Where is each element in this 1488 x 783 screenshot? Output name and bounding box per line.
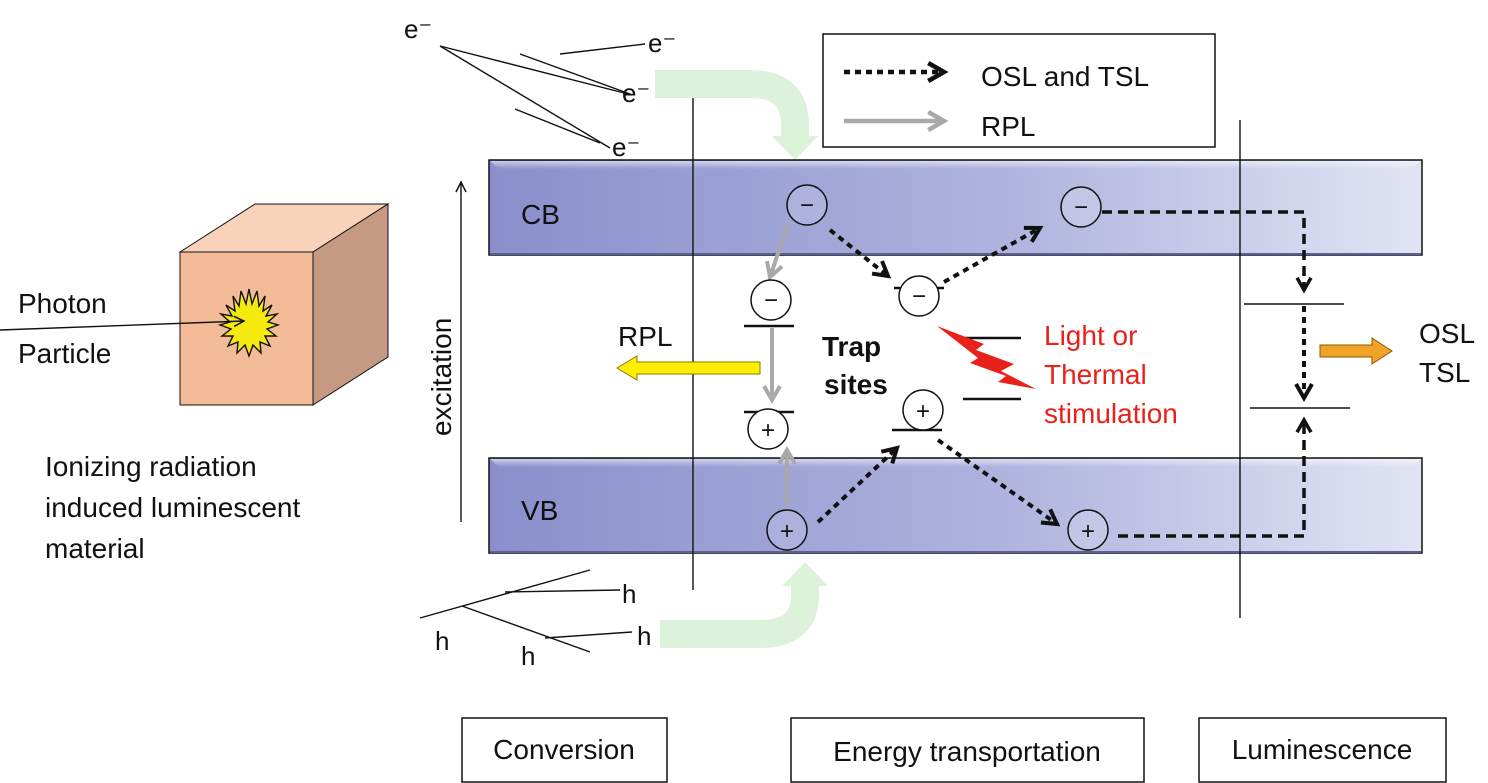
electron-rpl-trap: −: [750, 279, 792, 321]
stimulation-line-1: Light or: [1044, 320, 1137, 351]
hole-trap: +: [902, 389, 944, 431]
excitation-label: excitation: [426, 318, 457, 436]
charge-minus-2: −: [1074, 194, 1088, 221]
electron-symbol-4: e⁻: [612, 132, 640, 162]
charge-plus-1: +: [761, 417, 775, 444]
hole-vb-end: +: [1067, 509, 1109, 551]
stage-luminescence: Luminescence: [1198, 717, 1447, 783]
charge-plus-4: +: [1081, 518, 1095, 545]
stage-conversion: Conversion: [461, 717, 668, 783]
valence-band: VB: [488, 457, 1423, 554]
charge-plus-3: +: [780, 518, 794, 545]
hole-symbol-1: h: [622, 579, 636, 609]
stimulation-line-3: stimulation: [1044, 398, 1178, 429]
trap-label-line-1: Trap: [822, 331, 881, 362]
material-caption-line-2: induced luminescent: [45, 492, 300, 523]
electron-trap: −: [898, 275, 940, 317]
tsl-output-label: TSL: [1419, 357, 1470, 388]
stage-energy-transportation: Energy transportation: [790, 717, 1145, 783]
vb-label: VB: [521, 495, 558, 526]
charge-minus-3: −: [764, 287, 778, 314]
stage-luminescence-label: Luminescence: [1232, 734, 1413, 765]
legend-osl-tsl-label: OSL and TSL: [981, 61, 1149, 92]
osl-tsl-output-arrow: [1319, 337, 1393, 365]
electron-symbol-2: e⁻: [648, 28, 676, 58]
charge-minus-4: −: [912, 283, 926, 310]
electron-flow-arrow: [655, 70, 818, 160]
hole-cascade: h h h h: [419, 569, 651, 671]
rpl-paths: [762, 223, 797, 506]
electron-cascade: e⁻ e⁻ e⁻ e⁻: [404, 14, 676, 162]
hole-symbol-2: h: [637, 621, 651, 651]
incident-radiation-line: [0, 321, 244, 331]
electron-cb-end: −: [1060, 186, 1102, 228]
electron-symbol-1: e⁻: [404, 14, 432, 44]
charge-plus-2: +: [916, 398, 930, 425]
electron-cb-start: −: [786, 184, 828, 226]
hole-flow-arrow: [660, 562, 828, 648]
hole-symbol-4: h: [521, 641, 535, 671]
osl-tsl-paths: [816, 210, 1314, 538]
radiation-burst-icon: [217, 288, 281, 359]
photon-label: Photon: [18, 288, 107, 319]
material-cube: Photon Particle Ionizing radiation induc…: [0, 203, 390, 564]
rpl-output-label: RPL: [618, 321, 672, 352]
legend-rpl-label: RPL: [981, 111, 1035, 142]
material-caption-line-3: material: [45, 533, 145, 564]
trap-label-line-2: sites: [824, 369, 888, 400]
stage-energy-label: Energy transportation: [833, 736, 1101, 767]
stimulation-line-2: Thermal: [1044, 359, 1147, 390]
material-caption-line-1: Ionizing radiation: [45, 451, 257, 482]
lightning-bolt-icon: [937, 326, 1036, 389]
cb-label: CB: [521, 199, 560, 230]
hole-symbol-3: h: [435, 626, 449, 656]
charge-minus-1: −: [800, 192, 814, 219]
conduction-band: CB: [488, 159, 1423, 256]
particle-label: Particle: [18, 338, 111, 369]
osl-output-label: OSL: [1419, 318, 1475, 349]
stage-conversion-label: Conversion: [493, 734, 635, 765]
hole-rpl-trap: +: [747, 408, 789, 450]
hole-vb-start: +: [766, 509, 808, 551]
legend: OSL and TSL RPL: [822, 33, 1216, 148]
electron-symbol-3: e⁻: [622, 78, 650, 108]
rpl-output-arrow: [616, 355, 761, 381]
